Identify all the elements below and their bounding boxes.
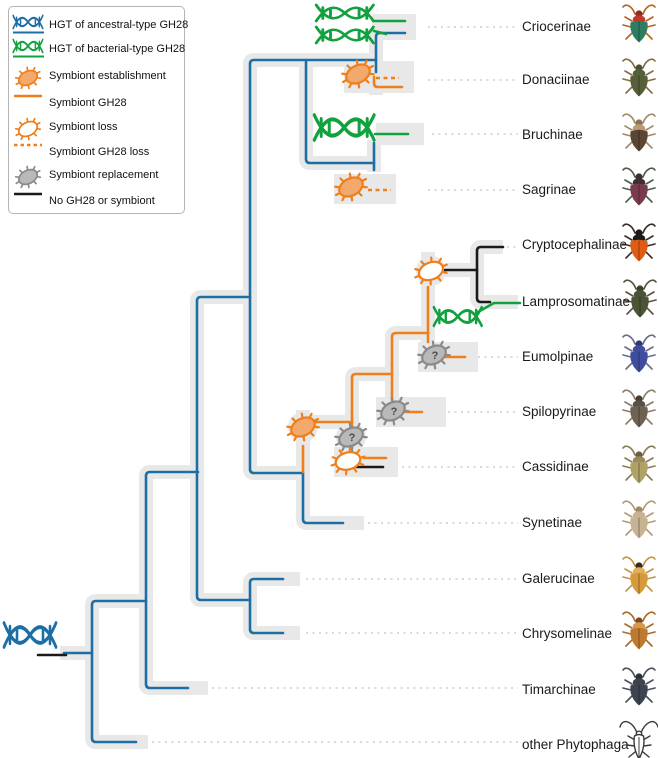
question-mark: ?	[391, 406, 398, 418]
taxon-label-other-phytophaga: other Phytophaga	[522, 737, 629, 752]
taxon-label-chrysomelinae: Chrysomelinae	[522, 626, 613, 641]
taxon-label-timarchinae: Timarchinae	[522, 682, 596, 697]
taxon-label-donaciinae: Donaciinae	[522, 72, 590, 87]
dna-bacterial-hgt-criocerinae-icon-2	[314, 25, 375, 45]
symbiont-establishment-cassidoid-stem-icon	[282, 408, 324, 446]
legend-label: Symbiont GH28	[49, 97, 127, 109]
legend-item-symbiont-gh28: Symbiont GH28	[9, 91, 127, 115]
question-mark: ?	[349, 432, 356, 444]
tree-branches-ancestral-gh28	[62, 31, 407, 744]
dna-bacterial-hgt-criocerinae-icon-1	[314, 3, 375, 23]
beetle-icons	[619, 4, 658, 758]
legend-label: Symbiont GH28 loss	[49, 146, 150, 158]
dna-bacterial-hgt-lamprosomatinae-icon	[432, 305, 484, 328]
taxon-label-synetinae: Synetinae	[522, 515, 583, 530]
question-mark: ?	[432, 350, 439, 362]
legend-item-hgt-bacterial: HGT of bacterial-type GH28	[9, 37, 185, 61]
legend-item-symbiont-establishment: Symbiont establishment	[9, 64, 166, 88]
taxon-label-cassidinae: Cassidinae	[522, 459, 589, 474]
tree-branches-symbiont-gh28	[301, 75, 467, 474]
taxon-label-eumolpinae: Eumolpinae	[522, 349, 594, 364]
legend-item-symbiont-replacement: Symbiont replacement	[9, 163, 158, 187]
taxon-label-sagrinae: Sagrinae	[522, 182, 577, 197]
legend-label: Symbiont replacement	[49, 169, 159, 181]
legend-item-symbiont-loss: Symbiont loss	[9, 115, 117, 139]
taxon-label-criocerinae: Criocerinae	[522, 19, 592, 34]
legend-label: Symbiont loss	[49, 121, 118, 133]
taxon-label-galerucinae: Galerucinae	[522, 571, 595, 586]
dna-ancestral-hgt-root-icon	[2, 621, 58, 649]
taxon-label-lamprosomatinae: Lamprosomatinae	[522, 294, 631, 309]
legend-box: HGT of ancestral-type GH28 HGT of bacter…	[8, 6, 188, 214]
taxon-label-cryptocephalinae: Cryptocephalinae	[522, 237, 628, 252]
leader-lines	[152, 26, 518, 743]
legend-label: No GH28 or symbiont	[49, 195, 155, 207]
legend-item-no-gh28: No GH28 or symbiont	[9, 189, 155, 213]
legend-label: Symbiont establishment	[49, 70, 166, 82]
tree-branches-no-gh28	[36, 245, 505, 657]
tree-branches-bacterial-gh28	[372, 19, 522, 314]
taxon-label-spilopyrinae: Spilopyrinae	[522, 404, 597, 419]
legend-item-hgt-ancestral: HGT of ancestral-type GH28	[9, 13, 188, 37]
taxon-label-bruchinae: Bruchinae	[522, 127, 583, 142]
legend-label: HGT of bacterial-type GH28	[49, 43, 186, 55]
legend-item-symbiont-gh28-loss: Symbiont GH28 loss	[9, 140, 149, 164]
legend-label: HGT of ancestral-type GH28	[49, 19, 189, 31]
dna-bacterial-hgt-bruchinae-icon	[314, 115, 374, 140]
event-icons: ? ? ?	[2, 3, 484, 649]
